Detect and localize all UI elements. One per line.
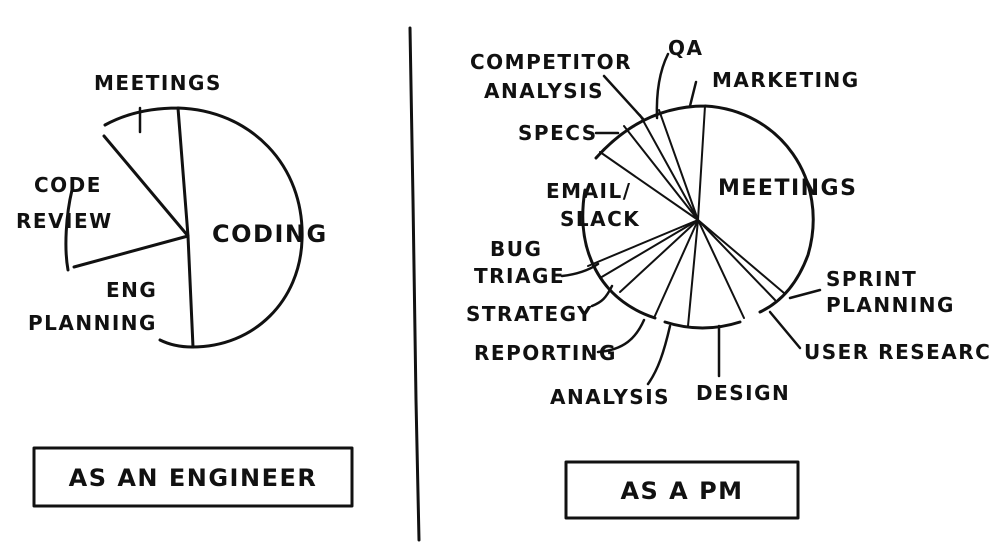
- engineer-label-meetings: MEETINGS: [94, 71, 222, 95]
- engineer-label-eng-planning-line1: ENG: [106, 278, 157, 302]
- engineer-slice-eng-planning-edge: [72, 234, 190, 269]
- pm-label-bug-line1: BUG: [490, 237, 542, 261]
- pm-pie-spokes: [587, 105, 785, 327]
- pm-leader-lines: [560, 52, 822, 386]
- engineer-pie-outline: [64, 106, 304, 349]
- pm-label-competitor-line2: ANALYSIS: [484, 79, 604, 103]
- pm-label-strategy: STRATEGY: [466, 302, 593, 326]
- engineer-label-code-review-line2: REVIEW: [16, 209, 113, 233]
- pm-caption: AS A PM: [620, 477, 743, 505]
- pm-label-design: DESIGN: [696, 381, 790, 405]
- engineer-slice-code-review-edge: [102, 134, 190, 238]
- engineer-caption: AS AN ENGINEER: [69, 464, 318, 492]
- pm-label-reporting: REPORTING: [474, 341, 617, 365]
- pm-label-marketing: MARKETING: [712, 68, 860, 92]
- pm-caption-box: [564, 460, 800, 520]
- engineer-label-coding: CODING: [212, 220, 328, 248]
- pm-label-email-line1: EMAIL/: [546, 179, 632, 203]
- pm-label-specs: SPECS: [518, 121, 598, 145]
- pm-pie: COMPETITOR ANALYSIS QA MARKETING SPECS E…: [466, 36, 990, 409]
- pm-label-qa: QA: [668, 36, 703, 60]
- engineer-label-eng-planning-line2: PLANNING: [28, 311, 157, 335]
- pm-label-sprint-line2: PLANNING: [826, 293, 955, 317]
- pm-label-user-research: USER RESEARCH: [804, 340, 990, 364]
- pm-pie-outline: [581, 104, 815, 330]
- engineer-pie: MEETINGS CODE REVIEW CODING ENG PLANNING: [16, 71, 328, 349]
- pm-label-analysis: ANALYSIS: [550, 385, 670, 409]
- pm-label-meetings: MEETINGS: [718, 176, 857, 201]
- pm-label-email-line2: SLACK: [560, 207, 640, 231]
- engineer-label-code-review-line1: CODE: [34, 173, 102, 197]
- pm-label-competitor-line1: COMPETITOR: [470, 50, 632, 74]
- panel-divider: [408, 26, 421, 542]
- engineer-caption-box: [32, 446, 354, 508]
- pm-label-bug-line2: TRIAGE: [474, 264, 565, 288]
- pm-label-sprint-line1: SPRINT: [826, 267, 917, 291]
